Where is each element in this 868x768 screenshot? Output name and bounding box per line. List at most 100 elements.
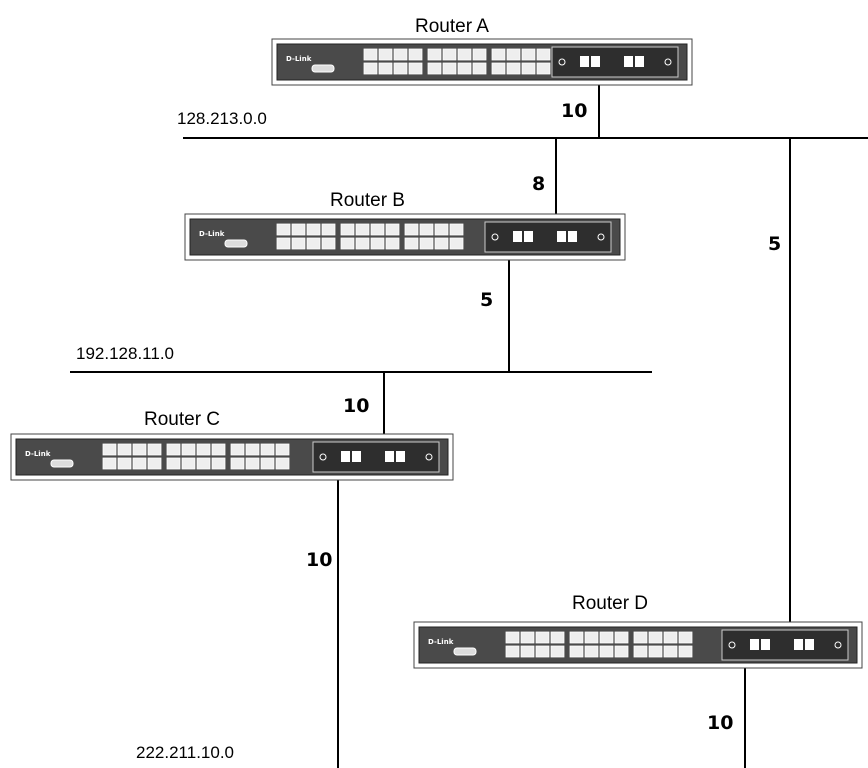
ethernet-port <box>394 63 407 74</box>
ethernet-port <box>649 632 662 643</box>
ethernet-port <box>551 632 564 643</box>
ethernet-port <box>277 224 290 235</box>
fiber-port <box>352 451 361 462</box>
router-brand: D-Link <box>199 230 225 238</box>
ethernet-port <box>428 49 441 60</box>
router-c-device: D-Link <box>11 434 453 480</box>
ethernet-port <box>506 632 519 643</box>
ethernet-port <box>322 238 335 249</box>
ethernet-port <box>182 458 195 469</box>
ethernet-port <box>649 646 662 657</box>
ethernet-port <box>506 646 519 657</box>
cost-label-a-n1: 10 <box>561 100 587 122</box>
ethernet-port <box>473 63 486 74</box>
ethernet-port <box>420 224 433 235</box>
uplink-module <box>552 47 678 77</box>
fiber-port <box>341 451 350 462</box>
ethernet-port <box>261 444 274 455</box>
network-label-222-211: 222.211.10.0 <box>136 743 234 762</box>
ethernet-port <box>103 458 116 469</box>
ethernet-port <box>371 238 384 249</box>
ethernet-port <box>679 632 692 643</box>
fiber-port <box>805 639 814 650</box>
ethernet-port <box>231 444 244 455</box>
ethernet-port <box>634 646 647 657</box>
ethernet-port <box>379 49 392 60</box>
ethernet-port <box>435 224 448 235</box>
ethernet-port <box>197 458 210 469</box>
ethernet-port <box>103 444 116 455</box>
ethernet-port <box>133 458 146 469</box>
ethernet-port <box>664 646 677 657</box>
fiber-port <box>624 56 633 67</box>
ethernet-port <box>341 238 354 249</box>
ethernet-port <box>409 49 422 60</box>
fiber-port <box>396 451 405 462</box>
console-port <box>225 240 247 247</box>
ethernet-port <box>394 49 407 60</box>
fiber-port <box>794 639 803 650</box>
ethernet-port <box>507 63 520 74</box>
router-a-label: Router A <box>415 16 489 37</box>
ethernet-port <box>458 49 471 60</box>
ethernet-port <box>428 63 441 74</box>
ethernet-port <box>261 458 274 469</box>
router-brand: D-Link <box>286 55 312 63</box>
ethernet-port <box>212 444 225 455</box>
ethernet-port <box>409 63 422 74</box>
ethernet-port <box>167 458 180 469</box>
ethernet-port <box>615 646 628 657</box>
ethernet-port <box>133 444 146 455</box>
ethernet-port <box>371 224 384 235</box>
console-port <box>312 65 334 72</box>
ethernet-port <box>405 238 418 249</box>
ethernet-port <box>664 632 677 643</box>
fiber-port <box>761 639 770 650</box>
ethernet-port <box>292 224 305 235</box>
router-c-label: Router C <box>144 409 220 430</box>
ethernet-port <box>522 49 535 60</box>
router-b-device: D-Link <box>185 214 625 260</box>
router-a-device: D-Link <box>272 39 692 85</box>
ethernet-port <box>473 49 486 60</box>
console-port <box>51 460 73 467</box>
router-d-device: D-Link <box>414 622 862 668</box>
ethernet-port <box>450 238 463 249</box>
ethernet-port <box>521 646 534 657</box>
ethernet-port <box>246 458 259 469</box>
ethernet-port <box>356 224 369 235</box>
fiber-port <box>591 56 600 67</box>
ethernet-port <box>148 458 161 469</box>
router-brand: D-Link <box>25 450 51 458</box>
ethernet-port <box>167 444 180 455</box>
ethernet-port <box>386 238 399 249</box>
ethernet-port <box>551 646 564 657</box>
fiber-port <box>635 56 644 67</box>
ethernet-port <box>420 238 433 249</box>
ethernet-port <box>492 63 505 74</box>
ethernet-port <box>118 444 131 455</box>
ethernet-port <box>364 49 377 60</box>
fiber-port <box>513 231 522 242</box>
fiber-port <box>524 231 533 242</box>
fiber-port <box>557 231 566 242</box>
fiber-port <box>568 231 577 242</box>
ethernet-port <box>615 632 628 643</box>
ethernet-port <box>307 224 320 235</box>
ethernet-port <box>536 632 549 643</box>
cost-label-c-n3: 10 <box>306 549 332 571</box>
ethernet-port <box>277 238 290 249</box>
ethernet-port <box>292 238 305 249</box>
ethernet-port <box>450 224 463 235</box>
network-label-128-213: 128.213.0.0 <box>177 109 267 128</box>
ethernet-port <box>405 224 418 235</box>
uplink-module <box>313 442 439 472</box>
fiber-port <box>385 451 394 462</box>
ethernet-port <box>182 444 195 455</box>
ethernet-port <box>585 632 598 643</box>
ethernet-port <box>322 224 335 235</box>
router-d-label: Router D <box>572 593 648 614</box>
network-label-192-128: 192.128.11.0 <box>76 344 174 363</box>
ethernet-port <box>600 632 613 643</box>
